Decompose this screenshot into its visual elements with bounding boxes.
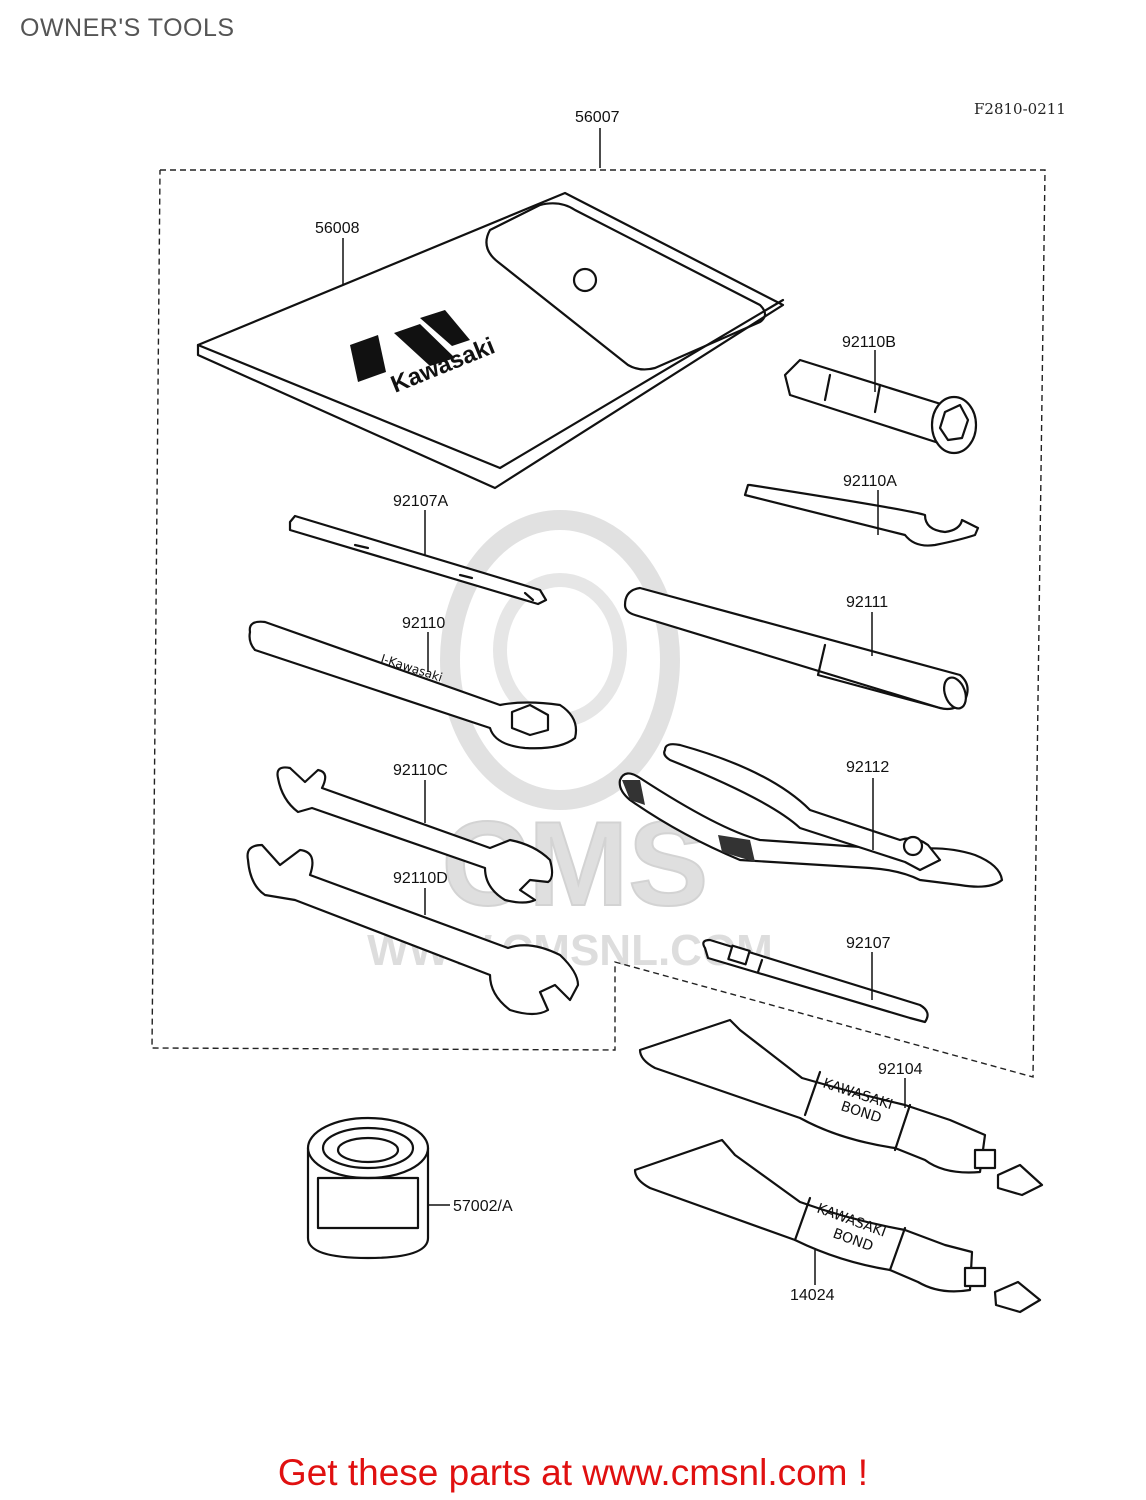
grease-can (306, 1116, 430, 1260)
figure-code: F2810-0211 (974, 100, 1066, 118)
part-label: 92110 (402, 615, 445, 632)
footer-cta-link[interactable]: Get these parts at www.cmsnl.com ! (277, 1452, 869, 1493)
part-label: 56008 (315, 220, 360, 237)
open-end-wrench-92110c (276, 766, 554, 904)
part-label: 57002/A (453, 1198, 513, 1215)
part-label: 92110B (842, 334, 896, 351)
part-label: 92107A (393, 493, 448, 510)
part-label: 92104 (878, 1061, 923, 1078)
part-label: 92110C (393, 762, 448, 779)
part-label: 56007 (575, 109, 620, 126)
screwdriver-92107 (702, 938, 929, 1024)
screwdriver-bit-92107a (288, 514, 548, 606)
screwdriver-handle (623, 586, 969, 711)
parts-diagram: CMS WWW.CMSNL.COM Kawasaki (151, 109, 1046, 1314)
watermark: CMS WWW.CMSNL.COM (367, 510, 773, 975)
open-end-wrench-92110d (246, 843, 580, 1016)
page-title: OWNER'S TOOLS (20, 14, 235, 42)
part-label: 92110D (393, 870, 448, 887)
part-label: 92107 (846, 935, 891, 952)
part-label: 14024 (790, 1287, 835, 1304)
kit-frame (151, 169, 1046, 1078)
tool-pouch: Kawasaki (196, 191, 785, 490)
part-labels: 56007 56008 92110B 92110A 92107A 92111 9… (315, 109, 923, 1304)
bond-tube-14024: KAWASAKI BOND (633, 1138, 1042, 1314)
spark-plug-wrench (783, 358, 978, 455)
part-label: 92112 (846, 759, 889, 776)
leader-lines (342, 128, 906, 1285)
part-label: 92111 (846, 594, 888, 611)
hook-spanner (743, 483, 980, 547)
box-wrench: I-Kawasaki (248, 620, 578, 750)
pliers (618, 743, 1004, 888)
part-label: 92110A (843, 473, 897, 490)
